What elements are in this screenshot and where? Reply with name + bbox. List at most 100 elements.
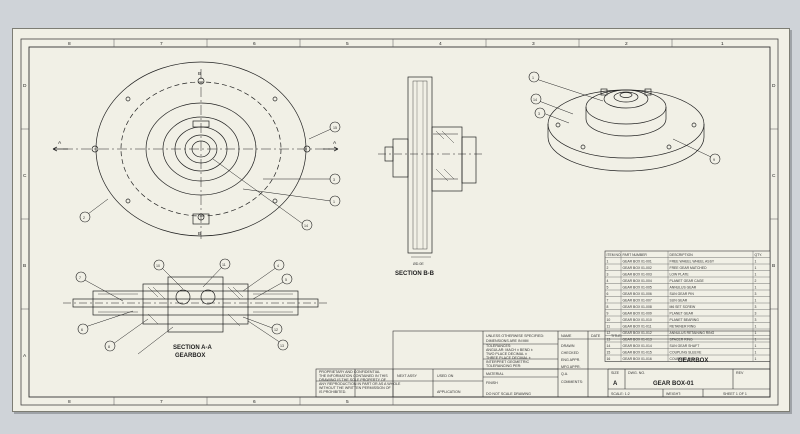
bom-header: DESCRIPTION [670,253,694,257]
bom-cell: GEAR BOX 01-002 [623,266,652,270]
proprietary-line: IS PROHIBITED. [319,390,346,394]
material-label: MATERIAL [486,372,504,376]
zone-number: 7 [160,41,163,47]
bom-cell: 3 [755,311,757,315]
bom-cell: 2 [755,279,757,283]
drawing-number: GEAR BOX-01 [653,381,694,387]
bom-cell: 11 [607,324,611,328]
balloon: 14 [533,98,537,102]
bom-cell: ANNULUS RETAINING RING [670,331,715,335]
bom-cell: GEAR BOX 01-004 [623,279,652,283]
bom-cell: 1 [755,285,757,289]
section-aa-balloons [75,258,293,352]
bom-frame [604,250,771,362]
bom-cell: FREE WHEEL WHEEL ASSY [670,259,715,263]
bom-cell: GEAR BOX 01-010 [623,318,652,322]
bom-cell: 16 [607,357,611,361]
bom-cell: COUPLING SLEEVE [670,350,703,354]
zone-letter: D [772,83,776,89]
drawing-sheet[interactable]: 8 7 6 5 4 3 2 1 8 7 6 5 D C B A D C B [12,28,790,412]
zone-number: 1 [721,41,724,47]
zone-number: 5 [346,399,349,405]
bom-cell: GEAR BOX 01-001 [623,259,652,263]
bom-cell: 7 [607,298,609,302]
bom-cell: GEAR BOX 01-009 [623,311,652,315]
finish-label: FINISH [486,381,498,385]
zone-number: 4 [439,41,442,47]
zone-letter: C [23,173,27,179]
balloon: 9 [713,158,715,162]
approval-row: Q.A. [561,372,568,376]
weight-label: WEIGHT: [666,392,681,396]
bom-header: QTY. [755,253,763,257]
balloon: 8 [108,345,110,349]
section-aa-view[interactable] [63,265,328,355]
note-line: DIMENSIONS ARE IN MM [486,339,529,343]
date-header: DATE [591,334,601,338]
bom-cell: LOW PLATE [670,272,690,276]
drawing-title: GEARBOX [678,358,708,364]
zone-number: 6 [253,399,256,405]
note-line: ANGULAR: MACH ± BEND ± [486,348,533,352]
iso-balloons [528,71,721,165]
bom-cell: GEAR BOX 01-005 [623,285,652,289]
bom-cell: GEAR BOX 01-003 [623,272,652,276]
bom-cell: 1 [755,272,757,276]
proprietary-notes: PROPRIETARY AND CONFIDENTIAL THE INFORMA… [319,370,401,394]
dimension-label: ØD.0E [413,262,424,266]
isometric-view[interactable] [535,78,712,172]
balloon: 1 [532,76,534,80]
section-aa-caption: SECTION A-A [173,345,212,351]
approval-row: COMMENTS: [561,380,583,384]
bom-cell: 8 [607,305,609,309]
top-view[interactable] [52,61,339,239]
bom-cell: GEAR BOX 01-011 [623,324,652,328]
bom-cell: SUN GEAR [670,298,688,302]
note-line: UNLESS OTHERWISE SPECIFIED: [486,334,544,338]
section-bb-view[interactable] [378,76,483,258]
zone-ticks [21,39,778,405]
title-block[interactable] [315,330,771,398]
section-aa-subcaption: GEARBOX [175,353,205,359]
approval-column: DRAWN CHECKED ENG APPR. MFG APPR. Q.A. C… [561,344,583,384]
zone-letter: D [23,83,27,89]
proprietary-line: ANY REPRODUCTION IN PART OR AS A WHOLE [319,382,401,386]
bom-cell: GEAR BOX 01-007 [623,298,652,302]
zone-number: 2 [625,41,628,47]
bom-cell: 1 [755,331,757,335]
bom-cell: FREE GEAR MATCHED [670,266,708,270]
section-cut-label: B [198,71,201,77]
zone-letter: B [772,263,775,269]
bom-cell: 1 [755,298,757,302]
note-line: TOLERANCES: [486,344,511,348]
balloon: 12 [274,328,278,332]
tolerance-notes: UNLESS OTHERWISE SPECIFIED: DIMENSIONS A… [486,334,544,396]
note-line: THREE PLACE DECIMAL ± [486,356,531,360]
balloon: 14 [304,224,308,228]
zone-letter: B [23,263,26,269]
bom-cell: 3 [607,272,609,276]
bom-cell: PLANET GEAR CAGE [670,279,705,283]
zone-number: 3 [532,41,535,47]
zone-number: 5 [346,41,349,47]
section-cut-label: A [333,140,337,146]
drawing-canvas: 8 7 6 5 4 3 2 1 8 7 6 5 D C B A D C B [20,38,779,406]
approval-row: CHECKED [561,351,579,355]
balloon: 15 [333,126,337,130]
approval-row: ENG APPR. [561,358,580,362]
bom-cell: PLANET GEAR [670,311,694,315]
bom-cell: GEAR BOX 01-012 [623,331,652,335]
application-label: APPLICATION [437,390,461,394]
bom-cell: 2 [607,266,609,270]
bom-cell: 1 [755,259,757,263]
size-label: SIZE [611,371,620,375]
section-cut-label: B [198,231,201,237]
balloon: 4 [277,264,279,268]
bom-cell: GEAR BOX 01-015 [623,350,652,354]
balloon: 5 [285,278,287,282]
balloon: 3 [538,112,540,116]
approval-row: DRAWN [561,344,575,348]
approval-row: MFG APPR. [561,365,581,369]
